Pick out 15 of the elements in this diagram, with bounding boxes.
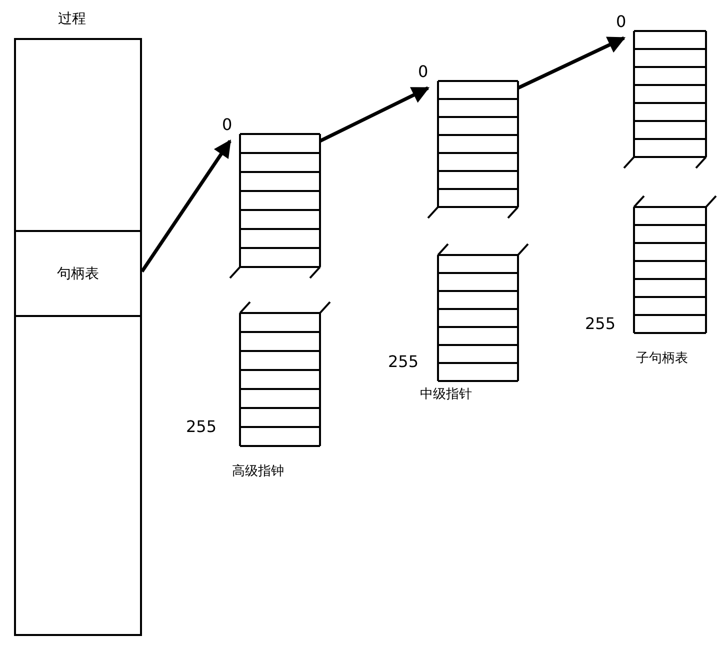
index-label: 0 <box>418 64 428 80</box>
arrow <box>517 36 626 90</box>
column-heading: 过程 <box>58 10 86 28</box>
handle-table-band <box>14 230 142 317</box>
band-label: 句柄表 <box>57 264 99 282</box>
arrow <box>140 140 232 272</box>
table-caption: 高级指钟 <box>232 465 284 478</box>
table-caption: 中级指针 <box>420 388 472 401</box>
index-label: 0 <box>222 117 232 133</box>
index-label: 255 <box>585 316 616 332</box>
index-label: 255 <box>388 354 419 370</box>
table-caption: 子句柄表 <box>636 352 688 365</box>
index-label: 255 <box>186 419 217 435</box>
arrow <box>319 86 430 143</box>
index-label: 0 <box>616 14 626 30</box>
